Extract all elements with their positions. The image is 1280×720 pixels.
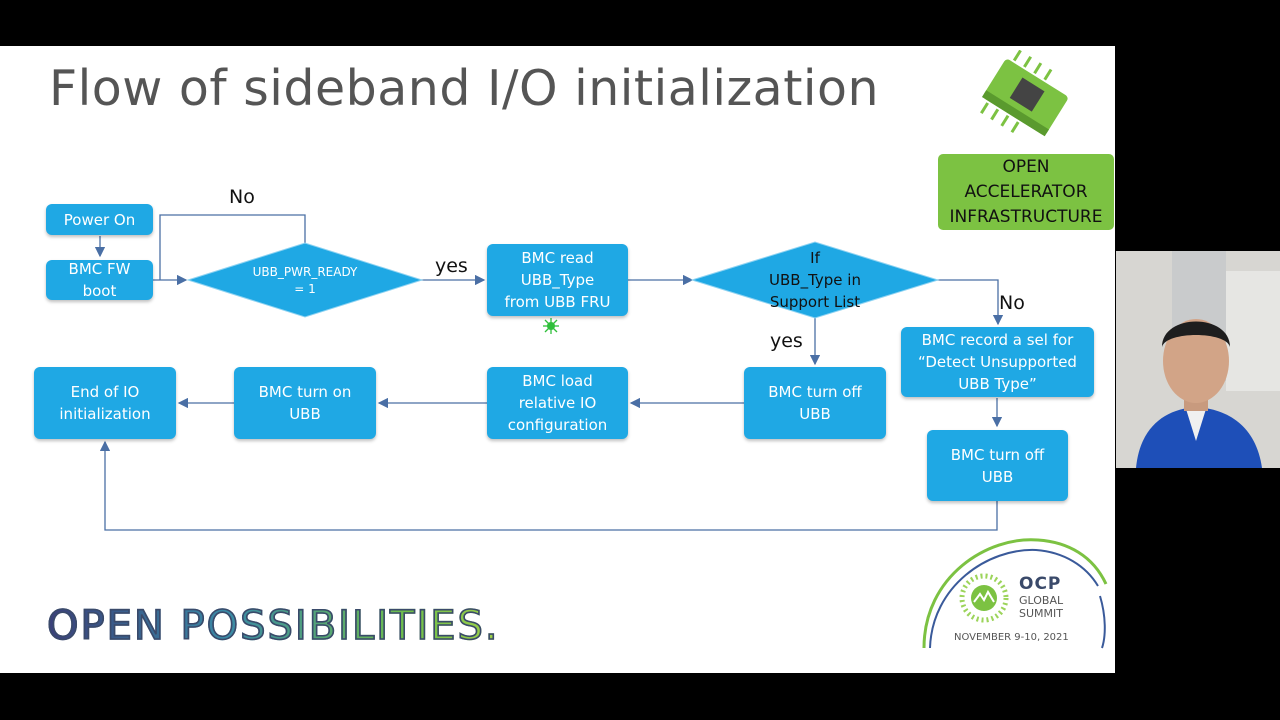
turn-off-box-1: BMC turn off UBB — [744, 367, 886, 439]
ocp-line1: GLOBAL — [1019, 594, 1064, 607]
open-possibilities-wordmark: OPEN POSSIBILITIES. — [46, 602, 500, 650]
edge-label-no: No — [999, 292, 1025, 314]
ocp-arc-icon — [922, 538, 1108, 649]
presentation-slide: Flow of sideband I/O initialization OPEN… — [0, 46, 1115, 673]
ocp-line2: SUMMIT — [1019, 607, 1063, 620]
edge-label-yes: yes — [770, 330, 803, 352]
oai-badge: OPEN ACCELERATOR INFRASTRUCTURE — [938, 154, 1114, 230]
end-box: End of IO initialization — [34, 367, 176, 439]
load-io-box: BMC load relative IO configuration — [487, 367, 628, 439]
read-type-box: BMC read UBB_Type from UBB FRU — [487, 244, 628, 316]
slide-title: Flow of sideband I/O initialization — [49, 60, 880, 117]
fw-boot-box: BMC FW boot — [46, 260, 153, 300]
turn-on-box: BMC turn on UBB — [234, 367, 376, 439]
ocp-summit-logo: OCP GLOBAL SUMMIT NOVEMBER 9-10, 2021 — [918, 536, 1108, 654]
flow-connectors — [94, 214, 1004, 531]
presenter-figure — [1116, 251, 1280, 468]
record-sel-box: BMC record a sel for “Detect Unsupported… — [901, 327, 1094, 397]
edge-label-no: No — [229, 186, 255, 208]
support-list-decision — [690, 241, 940, 319]
cursor-sparkle-icon — [543, 318, 559, 334]
pwr-ready-decision — [186, 242, 424, 318]
oai-chip-icon — [980, 50, 1068, 137]
edge-label-yes: yes — [435, 255, 468, 277]
ocp-name: OCP — [1019, 574, 1062, 594]
presenter-video — [1116, 251, 1280, 468]
pwr-ready-label: UBB_PWR_READY = 1 — [252, 265, 358, 296]
ocp-date: NOVEMBER 9-10, 2021 — [954, 632, 1069, 643]
power-on-box: Power On — [46, 204, 153, 235]
support-check-label: If UBB_Type in Support List — [769, 249, 861, 311]
turn-off-box-2: BMC turn off UBB — [927, 430, 1068, 501]
